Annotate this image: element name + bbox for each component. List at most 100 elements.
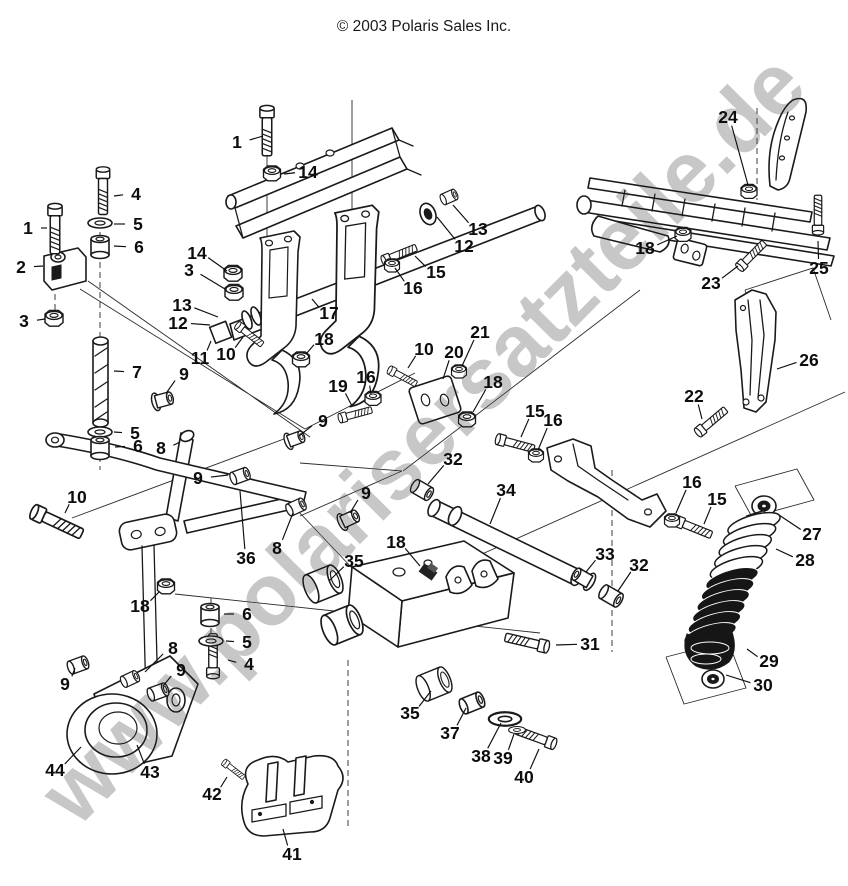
- callout-leader-44: [64, 746, 82, 765]
- callout-leader-27: [778, 514, 802, 530]
- callout-leader-6: [114, 445, 126, 448]
- callout-label-26: 26: [799, 350, 819, 370]
- stud-18: [418, 562, 439, 581]
- callout-label-10: 10: [216, 344, 236, 364]
- callout-leader-16: [369, 385, 372, 395]
- callout-leader-16: [394, 267, 405, 282]
- callout-leader-9: [349, 499, 359, 514]
- support-arm-left: [246, 230, 301, 415]
- bushing-9-a: [149, 387, 177, 413]
- callout-label-9: 9: [179, 364, 189, 384]
- callout-leader-15: [703, 506, 712, 525]
- callout-label-1: 1: [23, 218, 33, 238]
- callout-label-16: 16: [682, 472, 702, 492]
- callout-label-33: 33: [595, 544, 615, 564]
- callout-leader-18: [404, 547, 421, 567]
- callout-leader-32: [617, 571, 632, 592]
- callout-label-8: 8: [168, 638, 178, 658]
- callout-leader-15: [414, 255, 427, 267]
- callout-label-27: 27: [802, 524, 821, 544]
- callout-label-19: 19: [328, 376, 348, 396]
- callout-label-18: 18: [130, 596, 150, 616]
- callout-leader-9: [162, 675, 172, 687]
- washer-38: [487, 711, 523, 727]
- bearing-carrier: [66, 655, 199, 775]
- bolt-25: [811, 194, 825, 236]
- callout-label-20: 20: [444, 342, 464, 362]
- callout-label-12: 12: [454, 236, 474, 256]
- bushing-9-b: [281, 426, 308, 452]
- callout-label-16: 16: [543, 410, 563, 430]
- nut-24: [740, 183, 758, 200]
- bushing-35-a: [412, 664, 456, 704]
- callout-label-9: 9: [60, 674, 70, 694]
- callout-label-12: 12: [168, 313, 188, 333]
- callout-label-15: 15: [525, 401, 545, 421]
- bolt-1-top: [259, 104, 275, 157]
- callout-leader-11: [206, 340, 212, 351]
- cap-13: [438, 187, 460, 207]
- callout-label-4: 4: [131, 184, 141, 204]
- callout-label-35: 35: [400, 703, 420, 723]
- callout-label-8: 8: [272, 538, 282, 558]
- callout-leader-15: [520, 418, 530, 438]
- callout-leader-23: [721, 265, 739, 279]
- callout-label-42: 42: [202, 784, 222, 804]
- nut-18-a: [291, 351, 311, 368]
- callout-leader-42: [220, 776, 228, 788]
- spacer-6-a: [90, 234, 110, 260]
- callout-label-8: 8: [156, 438, 166, 458]
- callout-leader-24: [731, 125, 749, 186]
- callout-label-22: 22: [684, 386, 704, 406]
- callout-label-9: 9: [193, 468, 203, 488]
- hardware-nuts: [44, 165, 758, 595]
- callout-label-6: 6: [134, 237, 144, 257]
- callout-leader-31: [555, 643, 578, 646]
- pivot-block-20: [408, 375, 462, 425]
- bolt-1-left: [47, 202, 63, 255]
- rack-frame: [576, 97, 835, 267]
- axle-tube: [208, 202, 546, 345]
- callout-leader-19: [344, 393, 353, 407]
- callout-leader-18: [472, 389, 487, 413]
- callout-leader-43: [136, 744, 145, 765]
- callout-label-23: 23: [701, 273, 721, 293]
- callout-leader-2: [33, 265, 44, 268]
- callout-label-37: 37: [440, 723, 459, 743]
- callout-label-44: 44: [45, 760, 65, 780]
- nut-3-a: [224, 283, 244, 301]
- callout-label-14: 14: [298, 162, 318, 182]
- callout-label-38: 38: [471, 746, 491, 766]
- callout-label-39: 39: [493, 748, 513, 768]
- callout-label-15: 15: [426, 262, 446, 282]
- callout-leader-18: [305, 344, 315, 355]
- nut-14: [223, 264, 243, 282]
- callout-leader-12: [190, 322, 211, 326]
- left-mount: [43, 247, 109, 428]
- callout-leader-37: [456, 707, 467, 726]
- callout-label-43: 43: [140, 762, 160, 782]
- callout-leader-30: [725, 674, 751, 684]
- callout-label-30: 30: [753, 675, 773, 695]
- bracket-2: [43, 247, 87, 291]
- callout-leader-18: [150, 591, 160, 602]
- rack-upright: [768, 97, 808, 191]
- callout-label-29: 29: [759, 651, 779, 671]
- callout-leader-8: [173, 441, 181, 446]
- bushing-9-e: [65, 654, 91, 676]
- nut-18-c: [156, 578, 176, 595]
- callout-label-7: 7: [132, 362, 142, 382]
- callout-label-5: 5: [130, 423, 140, 443]
- callout-label-15: 15: [707, 489, 727, 509]
- screw-42: [220, 758, 247, 782]
- callout-label-32: 32: [443, 449, 463, 469]
- callout-leader-32: [427, 464, 445, 485]
- a-arm: [118, 429, 294, 701]
- callout-leader-9: [298, 425, 313, 437]
- callout-leader-10: [407, 355, 417, 369]
- callout-label-25: 25: [809, 258, 829, 278]
- callout-leader-35: [418, 690, 432, 707]
- callout-leader-22: [697, 404, 703, 420]
